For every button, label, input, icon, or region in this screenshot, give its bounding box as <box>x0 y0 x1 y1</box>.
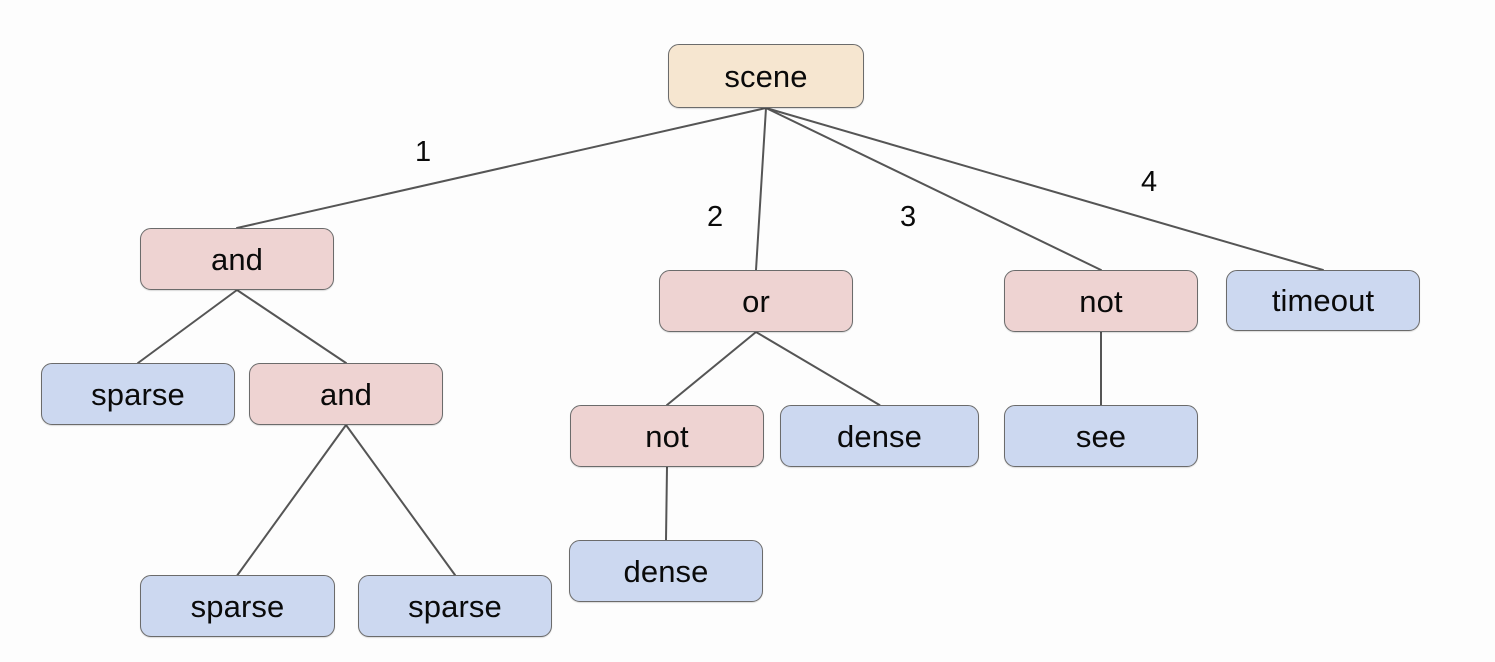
edge-label-2: 2 <box>707 201 724 233</box>
tree-node-label: dense <box>837 418 922 454</box>
tree-node-sparse1[interactable]: sparse <box>41 363 235 425</box>
tree-node-label: not <box>1079 283 1123 319</box>
tree-edge-not1-to-dense2 <box>665 466 668 541</box>
tree-node-or1[interactable]: or <box>659 270 853 332</box>
tree-edge-scene-to-and1 <box>236 107 767 229</box>
tree-node-label: timeout <box>1271 283 1375 318</box>
tree-node-and1[interactable]: and <box>140 228 334 290</box>
tree-node-sparse3[interactable]: sparse <box>358 575 552 637</box>
tree-node-see[interactable]: see <box>1004 405 1198 467</box>
edge-label-3: 3 <box>900 201 917 233</box>
tree-node-label: not <box>645 418 689 454</box>
tree-edge-or1-to-dense1 <box>755 331 881 406</box>
tree-node-timeout[interactable]: timeout <box>1226 270 1420 331</box>
tree-edge-and1-to-sparse1 <box>137 289 238 364</box>
tree-node-sparse2[interactable]: sparse <box>140 575 335 637</box>
tree-edge-and2-to-sparse2 <box>236 424 347 576</box>
tree-node-label: sparse <box>91 376 185 412</box>
tree-node-not2[interactable]: not <box>1004 270 1198 332</box>
tree-edge-and1-to-and2 <box>236 289 347 364</box>
edge-label-4: 4 <box>1141 166 1158 198</box>
tree-edge-scene-to-or1 <box>755 107 767 271</box>
tree-edge-or1-to-not1 <box>666 331 757 406</box>
tree-node-label: sparse <box>190 588 285 624</box>
tree-node-label: scene <box>724 58 808 94</box>
tree-node-and2[interactable]: and <box>249 363 443 425</box>
tree-node-label: sparse <box>408 588 502 624</box>
tree-node-label: dense <box>623 553 709 589</box>
tree-node-label: and <box>319 376 373 412</box>
tree-edge-scene-to-timeout <box>765 107 1324 271</box>
tree-edge-scene-to-not2 <box>765 107 1102 271</box>
tree-node-label: and <box>210 241 264 277</box>
tree-node-label: or <box>742 283 770 319</box>
tree-node-label: see <box>1075 418 1127 454</box>
tree-node-not1[interactable]: not <box>570 405 764 467</box>
tree-node-dense2[interactable]: dense <box>569 540 763 602</box>
edge-label-1: 1 <box>415 136 432 168</box>
tree-node-scene[interactable]: scene <box>668 44 864 108</box>
tree-node-dense1[interactable]: dense <box>780 405 979 467</box>
tree-edge-and2-to-sparse3 <box>345 424 456 576</box>
